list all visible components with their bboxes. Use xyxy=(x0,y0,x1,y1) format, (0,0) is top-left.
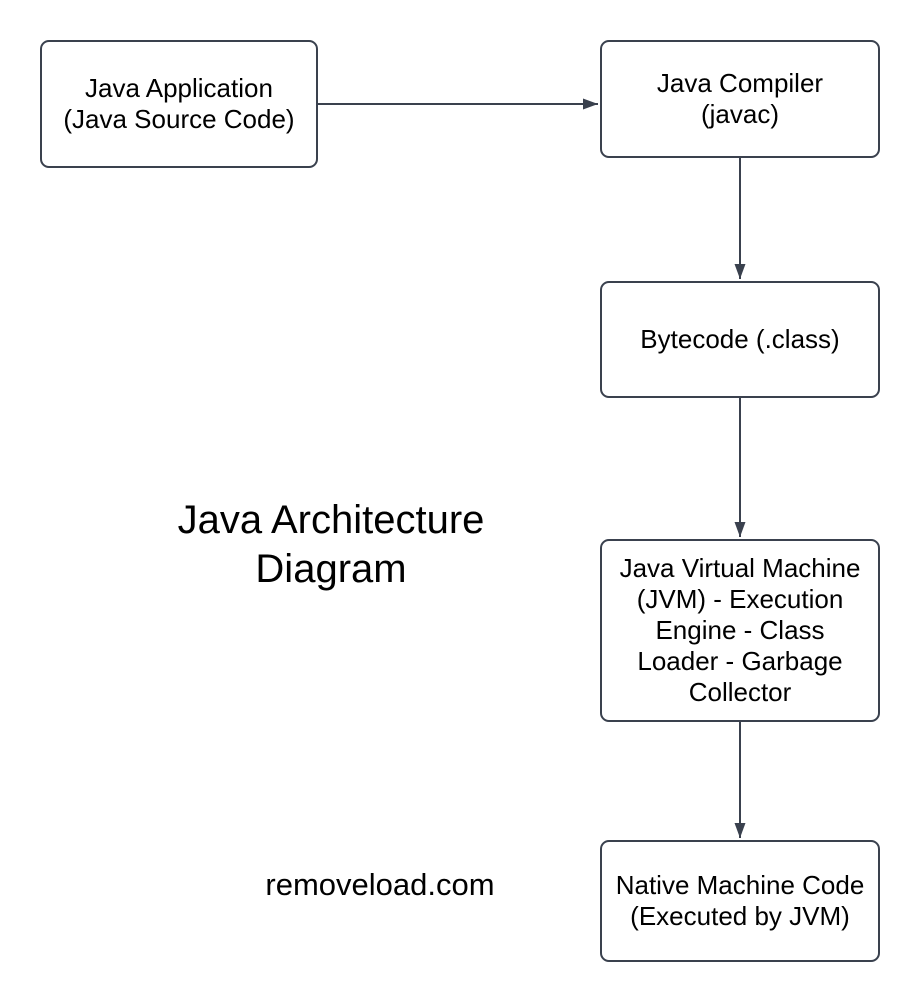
node-bytecode: Bytecode (.class) xyxy=(600,281,880,398)
watermark-text: removeload.com xyxy=(265,867,495,902)
diagram-title: Java Architecture Diagram xyxy=(177,498,485,591)
node-java-application: Java Application (Java Source Code) xyxy=(40,40,318,168)
node-java-compiler: Java Compiler (javac) xyxy=(600,40,880,158)
node-native-machine-code: Native Machine Code (Executed by JVM) xyxy=(600,840,880,962)
node-jvm: Java Virtual Machine (JVM) - Execution E… xyxy=(600,539,880,722)
